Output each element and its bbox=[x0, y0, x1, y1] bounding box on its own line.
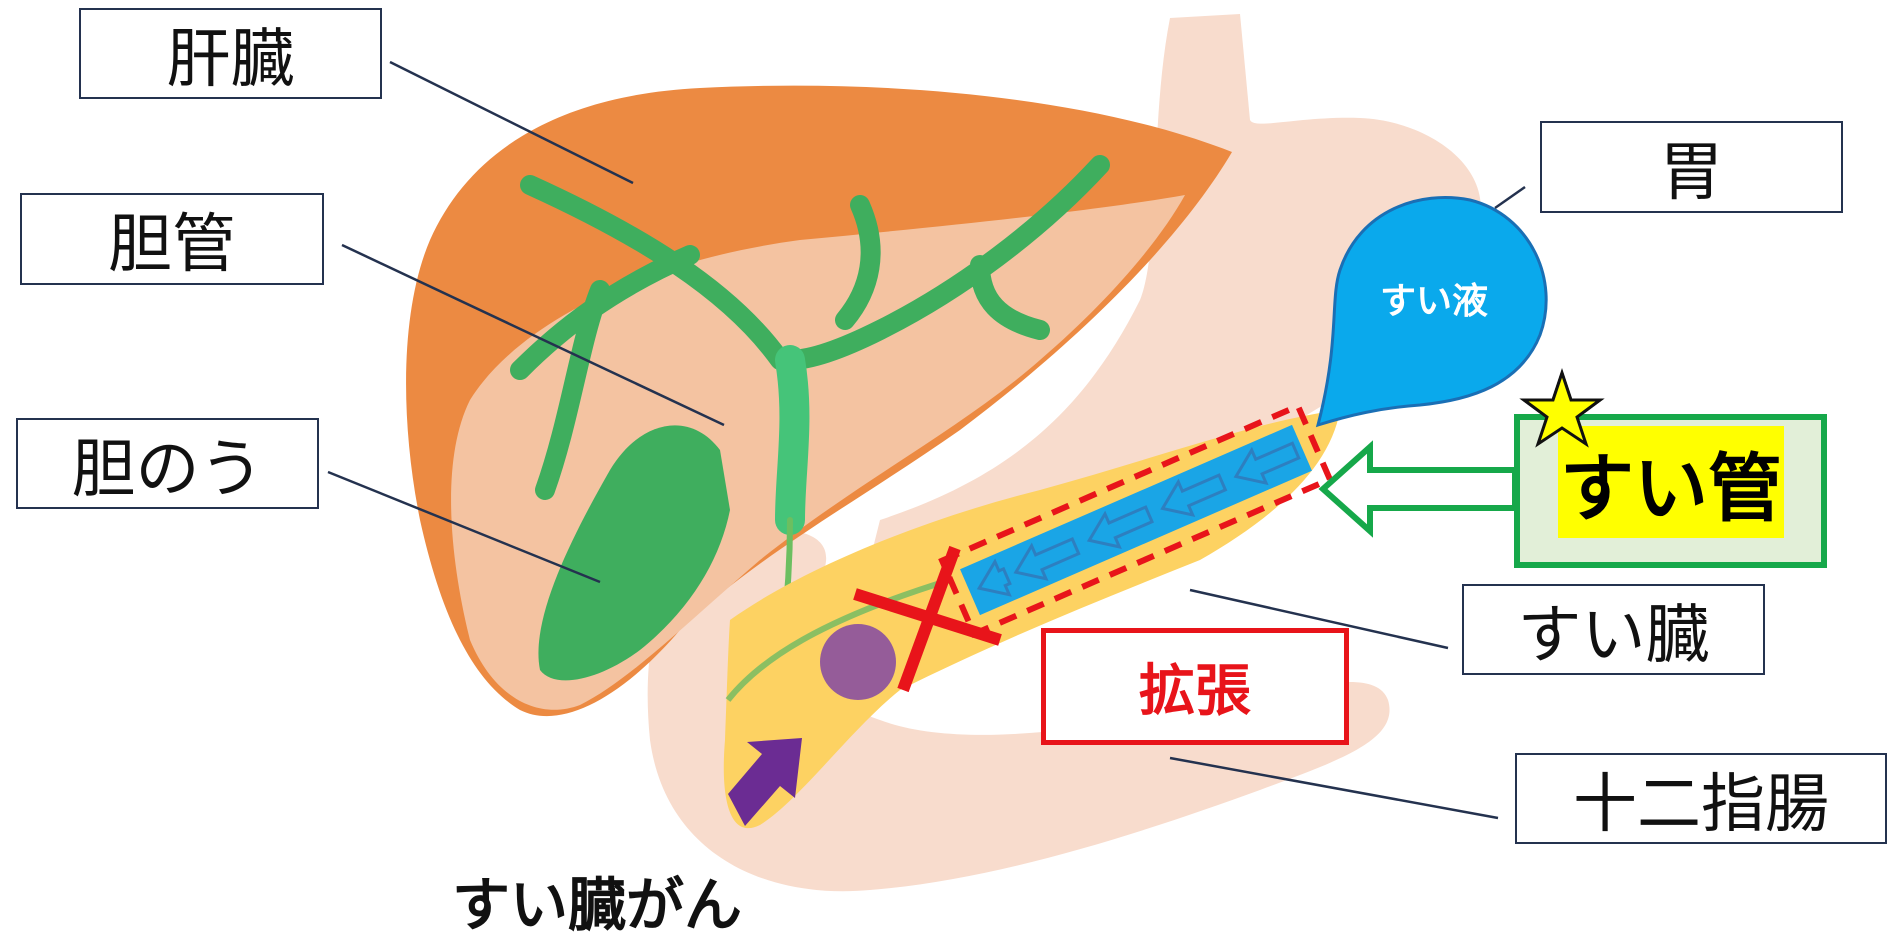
label-gallbladder: 胆のう bbox=[16, 418, 319, 509]
label-duodenum: 十二指腸 bbox=[1515, 753, 1887, 844]
label-liver: 肝臓 bbox=[79, 8, 382, 99]
pancreatic-juice-label: すい液 bbox=[1380, 272, 1488, 324]
duct-pointer-arrow bbox=[1323, 447, 1515, 531]
common-bile-duct bbox=[790, 360, 794, 520]
label-stomach: 胃 bbox=[1540, 121, 1843, 213]
pancreatic-duct-label: すい管 bbox=[1558, 426, 1784, 538]
leader-line-stomach bbox=[1495, 187, 1525, 208]
tumor-circle bbox=[820, 624, 896, 700]
label-pancreas: すい臓 bbox=[1462, 584, 1765, 675]
pancreatic-cancer-caption: すい臓がん bbox=[452, 858, 742, 942]
label-bile-duct: 胆管 bbox=[20, 193, 324, 285]
dilation-label: 拡張 bbox=[1041, 628, 1349, 745]
